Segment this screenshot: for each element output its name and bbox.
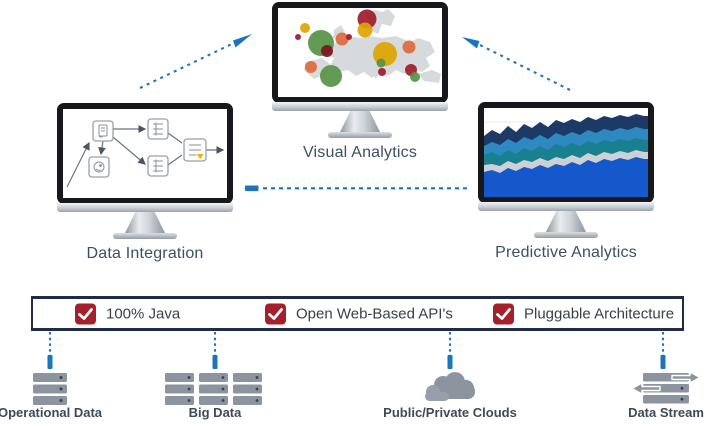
checkbox-icon (75, 303, 96, 324)
monitor-chin (57, 203, 233, 212)
feature-pluggable: Pluggable Architecture (493, 303, 674, 324)
connector-data-stream (660, 332, 666, 369)
feature-java: 100% Java (75, 303, 180, 324)
arrow-data-integration-to-visual (139, 34, 252, 89)
monitor-screen-map (278, 8, 442, 97)
monitor-label-data-integration: Data Integration (86, 245, 204, 262)
monitor-data-integration: Data Integration (57, 103, 233, 263)
monitor-stand-neck (546, 211, 586, 232)
feature-label: Pluggable Architecture (524, 305, 675, 322)
checkbox-icon (493, 303, 514, 324)
cloud-icon (425, 372, 475, 401)
workflow-node-table-1 (147, 118, 169, 140)
feature-label: Open Web-Based API's (296, 305, 453, 322)
stream-arrow-right (671, 371, 701, 384)
server-stack-triple-icon (165, 373, 262, 405)
area-series-royal (484, 157, 648, 197)
monitor-screen-chart (484, 108, 648, 197)
monitor-stand-base (113, 233, 177, 239)
stream-arrow-left (631, 382, 661, 395)
stacked-area-chart-svg (484, 114, 648, 197)
monitor-chin (478, 202, 654, 211)
monitor-label-visual-analytics: Visual Analytics (302, 144, 418, 161)
monitor-visual-analytics: Visual Analytics (272, 2, 448, 162)
source-label-operational-data: Operational Data (0, 405, 103, 420)
workflow-node-model (88, 156, 110, 178)
feature-label: 100% Java (106, 305, 181, 322)
server-stack-icon (33, 373, 67, 405)
checkbox-icon (265, 303, 286, 324)
europe-bubble-map-svg (295, 9, 441, 87)
monitor-stand-neck (125, 212, 165, 233)
monitor-frame (272, 2, 448, 103)
arrow-predictive-to-visual (462, 37, 571, 91)
monitor-label-predictive-analytics: Predictive Analytics (495, 244, 637, 261)
connector-big-data (212, 332, 218, 369)
source-label-data-stream: Data Stream (628, 405, 704, 420)
monitor-frame (478, 102, 654, 203)
workflow-node-script (92, 120, 114, 142)
monitor-chin (272, 102, 448, 111)
source-label-big-data: Big Data (188, 405, 242, 420)
feature-open-api: Open Web-Based API's (265, 303, 453, 324)
source-label-clouds: Public/Private Clouds (383, 405, 517, 420)
check-icon (268, 307, 283, 320)
monitor-screen-workflow (63, 109, 227, 198)
check-icon (78, 307, 93, 320)
workflow-diagram-svg (66, 118, 225, 188)
map-bubbles (295, 9, 420, 87)
connector-operational-data (47, 332, 53, 369)
data-stream-icon (631, 371, 701, 404)
workflow-node-filter-output (183, 138, 207, 162)
workflow-node-table-2 (147, 155, 169, 177)
connector-clouds (447, 332, 453, 369)
monitor-frame (57, 103, 233, 204)
monitor-stand-neck (340, 111, 380, 132)
feature-banner: 100% Java Open Web-Based API's Pluggable… (31, 296, 684, 331)
arrow-predictive-to-data-integration (245, 185, 467, 192)
monitor-stand-base (534, 232, 598, 238)
monitor-stand-base (328, 132, 392, 138)
check-icon (496, 307, 511, 320)
monitor-predictive-analytics: Predictive Analytics (478, 102, 654, 262)
